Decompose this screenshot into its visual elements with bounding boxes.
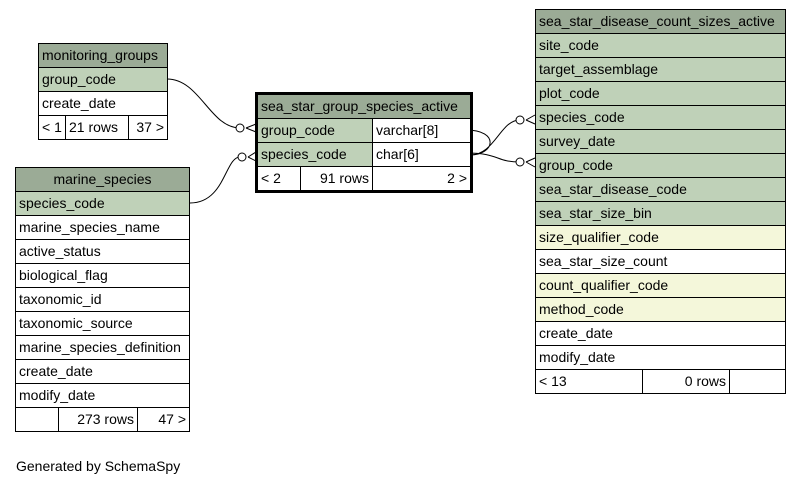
column-name: create_date [539, 325, 613, 341]
column-row[interactable]: create_date [536, 322, 785, 346]
table-title[interactable]: sea_star_group_species_active [258, 95, 470, 119]
column-name: group_code [539, 157, 613, 173]
table-monitoring-groups[interactable]: monitoring_groups group_code create_date… [38, 43, 168, 140]
column-name: species_code [539, 109, 625, 125]
column-name: site_code [539, 37, 599, 53]
column-name: survey_date [539, 133, 616, 149]
row-count: 21 rows [66, 116, 129, 139]
column-row[interactable]: survey_date [536, 130, 785, 154]
table-title[interactable]: monitoring_groups [39, 44, 167, 68]
column-name: sea_star_disease_code [539, 181, 687, 197]
column-row[interactable]: modify_date [16, 384, 189, 408]
column-name: taxonomic_source [19, 315, 133, 331]
child-count[interactable]: 2 > [447, 170, 467, 186]
crowsfoot-marker [525, 114, 536, 125]
table-title[interactable]: sea_star_disease_count_sizes_active [536, 10, 785, 34]
column-name: group_code [258, 119, 373, 142]
column-row[interactable]: count_qualifier_code [536, 274, 785, 298]
row-count: 0 rows [643, 370, 730, 393]
column-row[interactable]: create_date [16, 360, 189, 384]
crowsfoot-marker [525, 157, 536, 168]
column-name: create_date [19, 363, 93, 379]
child-count [730, 370, 785, 393]
column-row[interactable]: size_qualifier_code [536, 226, 785, 250]
crowsfoot-marker [245, 123, 257, 133]
child-count[interactable]: 47 > [158, 411, 186, 427]
column-row[interactable]: active_status [16, 240, 189, 264]
column-name: create_date [42, 95, 116, 111]
column-row[interactable]: target_assemblage [536, 58, 785, 82]
generated-by-caption: Generated by SchemaSpy [16, 458, 181, 474]
column-name: active_status [19, 243, 101, 259]
column-row[interactable]: sea_star_size_bin [536, 202, 785, 226]
parent-count[interactable]: < 1 [39, 116, 66, 139]
table-footer: < 13 0 rows [536, 370, 785, 393]
column-row[interactable]: taxonomic_source [16, 312, 189, 336]
column-name: biological_flag [19, 267, 108, 283]
parent-count [16, 408, 59, 431]
edge-active-to-counts-species [465, 119, 521, 156]
column-type: char[6] [376, 146, 419, 162]
parent-count[interactable]: < 13 [536, 370, 643, 393]
column-row[interactable]: plot_code [536, 82, 785, 106]
column-name: modify_date [19, 387, 96, 403]
column-row[interactable]: group_code varchar[8] [258, 119, 470, 143]
crowsfoot-marker [247, 151, 257, 162]
column-name: marine_species_definition [19, 339, 181, 355]
optional-marker [515, 157, 525, 167]
child-count[interactable]: 37 > [136, 119, 164, 135]
column-row[interactable]: marine_species_name [16, 216, 189, 240]
column-row[interactable]: species_code [536, 106, 785, 130]
column-name: sea_star_size_bin [539, 205, 652, 221]
column-name: size_qualifier_code [539, 229, 659, 245]
table-sea-star-group-species-active[interactable]: sea_star_group_species_active group_code… [255, 92, 473, 193]
table-marine-species[interactable]: marine_species species_code marine_speci… [15, 167, 190, 432]
column-name: group_code [42, 71, 116, 87]
parent-count[interactable]: < 2 [258, 167, 301, 190]
column-name: plot_code [539, 85, 600, 101]
optional-marker [515, 115, 525, 125]
optional-marker [235, 123, 245, 133]
column-name: count_qualifier_code [539, 277, 669, 293]
column-row[interactable]: biological_flag [16, 264, 189, 288]
edge-active-to-counts-group [465, 152, 521, 163]
column-type: varchar[8] [376, 122, 439, 138]
edge-species-code [189, 156, 241, 204]
column-row[interactable]: create_date [39, 92, 167, 116]
column-name: sea_star_size_count [539, 253, 668, 269]
column-name: modify_date [539, 349, 616, 365]
row-count: 273 rows [59, 408, 138, 431]
table-sea-star-disease-count-sizes-active[interactable]: sea_star_disease_count_sizes_active site… [535, 9, 786, 394]
column-name: target_assemblage [539, 61, 659, 77]
column-row[interactable]: sea_star_disease_code [536, 178, 785, 202]
column-row[interactable]: group_code [39, 68, 167, 92]
table-footer: < 2 91 rows 2 > [258, 167, 470, 190]
table-footer: 273 rows 47 > [16, 408, 189, 431]
column-row[interactable]: method_code [536, 298, 785, 322]
column-row[interactable]: marine_species_definition [16, 336, 189, 360]
column-row[interactable]: site_code [536, 34, 785, 58]
column-name: taxonomic_id [19, 291, 102, 307]
column-row[interactable]: sea_star_size_count [536, 250, 785, 274]
table-title[interactable]: marine_species [16, 168, 189, 192]
column-row[interactable]: species_code char[6] [258, 143, 470, 167]
column-name: method_code [539, 301, 624, 317]
column-row[interactable]: species_code [16, 192, 189, 216]
column-name: marine_species_name [19, 219, 160, 235]
column-name: species_code [258, 143, 373, 166]
column-name: species_code [19, 195, 105, 211]
column-row[interactable]: taxonomic_id [16, 288, 189, 312]
column-row[interactable]: group_code [536, 154, 785, 178]
column-row[interactable]: modify_date [536, 346, 785, 370]
table-footer: < 1 21 rows 37 > [39, 116, 167, 139]
row-count: 91 rows [301, 167, 373, 190]
optional-marker [237, 152, 247, 162]
edge-group-code [166, 78, 241, 129]
